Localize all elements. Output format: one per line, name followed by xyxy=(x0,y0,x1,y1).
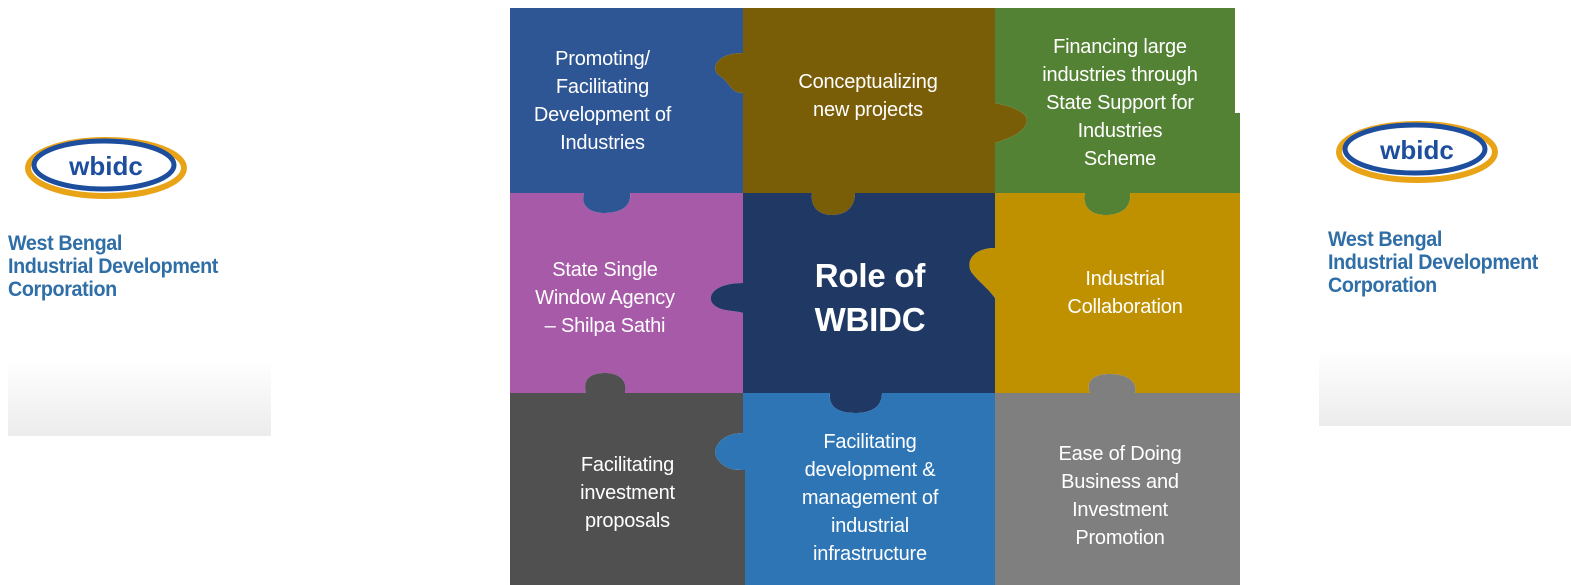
piece-center xyxy=(710,193,995,413)
piece-promoting xyxy=(510,8,743,213)
corp-name-line3: Corporation xyxy=(1328,274,1437,297)
role-puzzle-diagram: Promoting/ Facilitating Development of I… xyxy=(510,8,1240,585)
left-logo-panel: wbidc West Bengal Industrial Development… xyxy=(8,120,271,436)
piece-label-single-window: State Single Window Agency – Shilpa Sath… xyxy=(535,259,675,337)
logo-mark-text: wbidc xyxy=(1379,135,1454,165)
corp-name-line3: Corporation xyxy=(8,278,117,301)
wbidc-logo-icon: wbidc xyxy=(25,137,187,199)
piece-label-infrastructure: Facilitating development & management of… xyxy=(801,431,939,565)
piece-ease-of-business xyxy=(995,374,1240,585)
piece-investment-proposals xyxy=(510,373,745,585)
piece-collaboration xyxy=(969,193,1240,393)
piece-conceptualizing xyxy=(715,8,1027,215)
corp-name-line2: Industrial Development xyxy=(1328,251,1539,274)
corp-name: West Bengal Industrial Development Corpo… xyxy=(1328,228,1538,297)
piece-financing xyxy=(995,8,1240,215)
logo-mark-text: wbidc xyxy=(68,151,143,181)
corp-name-line1: West Bengal xyxy=(8,232,122,255)
corp-name: West Bengal Industrial Development Corpo… xyxy=(8,232,218,301)
piece-label-center: Role of WBIDC xyxy=(814,257,926,338)
panel-fade xyxy=(8,360,271,436)
piece-label-financing: Financing large industries through State… xyxy=(1042,36,1198,170)
piece-label-promoting: Promoting/ Facilitating Development of I… xyxy=(533,48,672,154)
piece-label-ease-of-business: Ease of Doing Business and Investment Pr… xyxy=(1058,442,1182,549)
wbidc-logo-icon: wbidc xyxy=(1336,121,1498,183)
piece-label-investment-proposals: Facilitating investment proposals xyxy=(580,454,675,532)
piece-label-collaboration: Industrial Collaboration xyxy=(1067,268,1183,318)
puzzle-pieces xyxy=(510,8,1240,585)
corp-name-line1: West Bengal xyxy=(1328,228,1442,251)
panel-fade xyxy=(1319,350,1571,426)
piece-label-conceptualizing: Conceptualizing new projects xyxy=(798,71,938,121)
right-logo-panel: wbidc West Bengal Industrial Development… xyxy=(1319,112,1571,426)
piece-infrastructure xyxy=(715,393,995,585)
corp-name-line2: Industrial Development xyxy=(8,255,219,278)
piece-single-window xyxy=(510,193,743,393)
